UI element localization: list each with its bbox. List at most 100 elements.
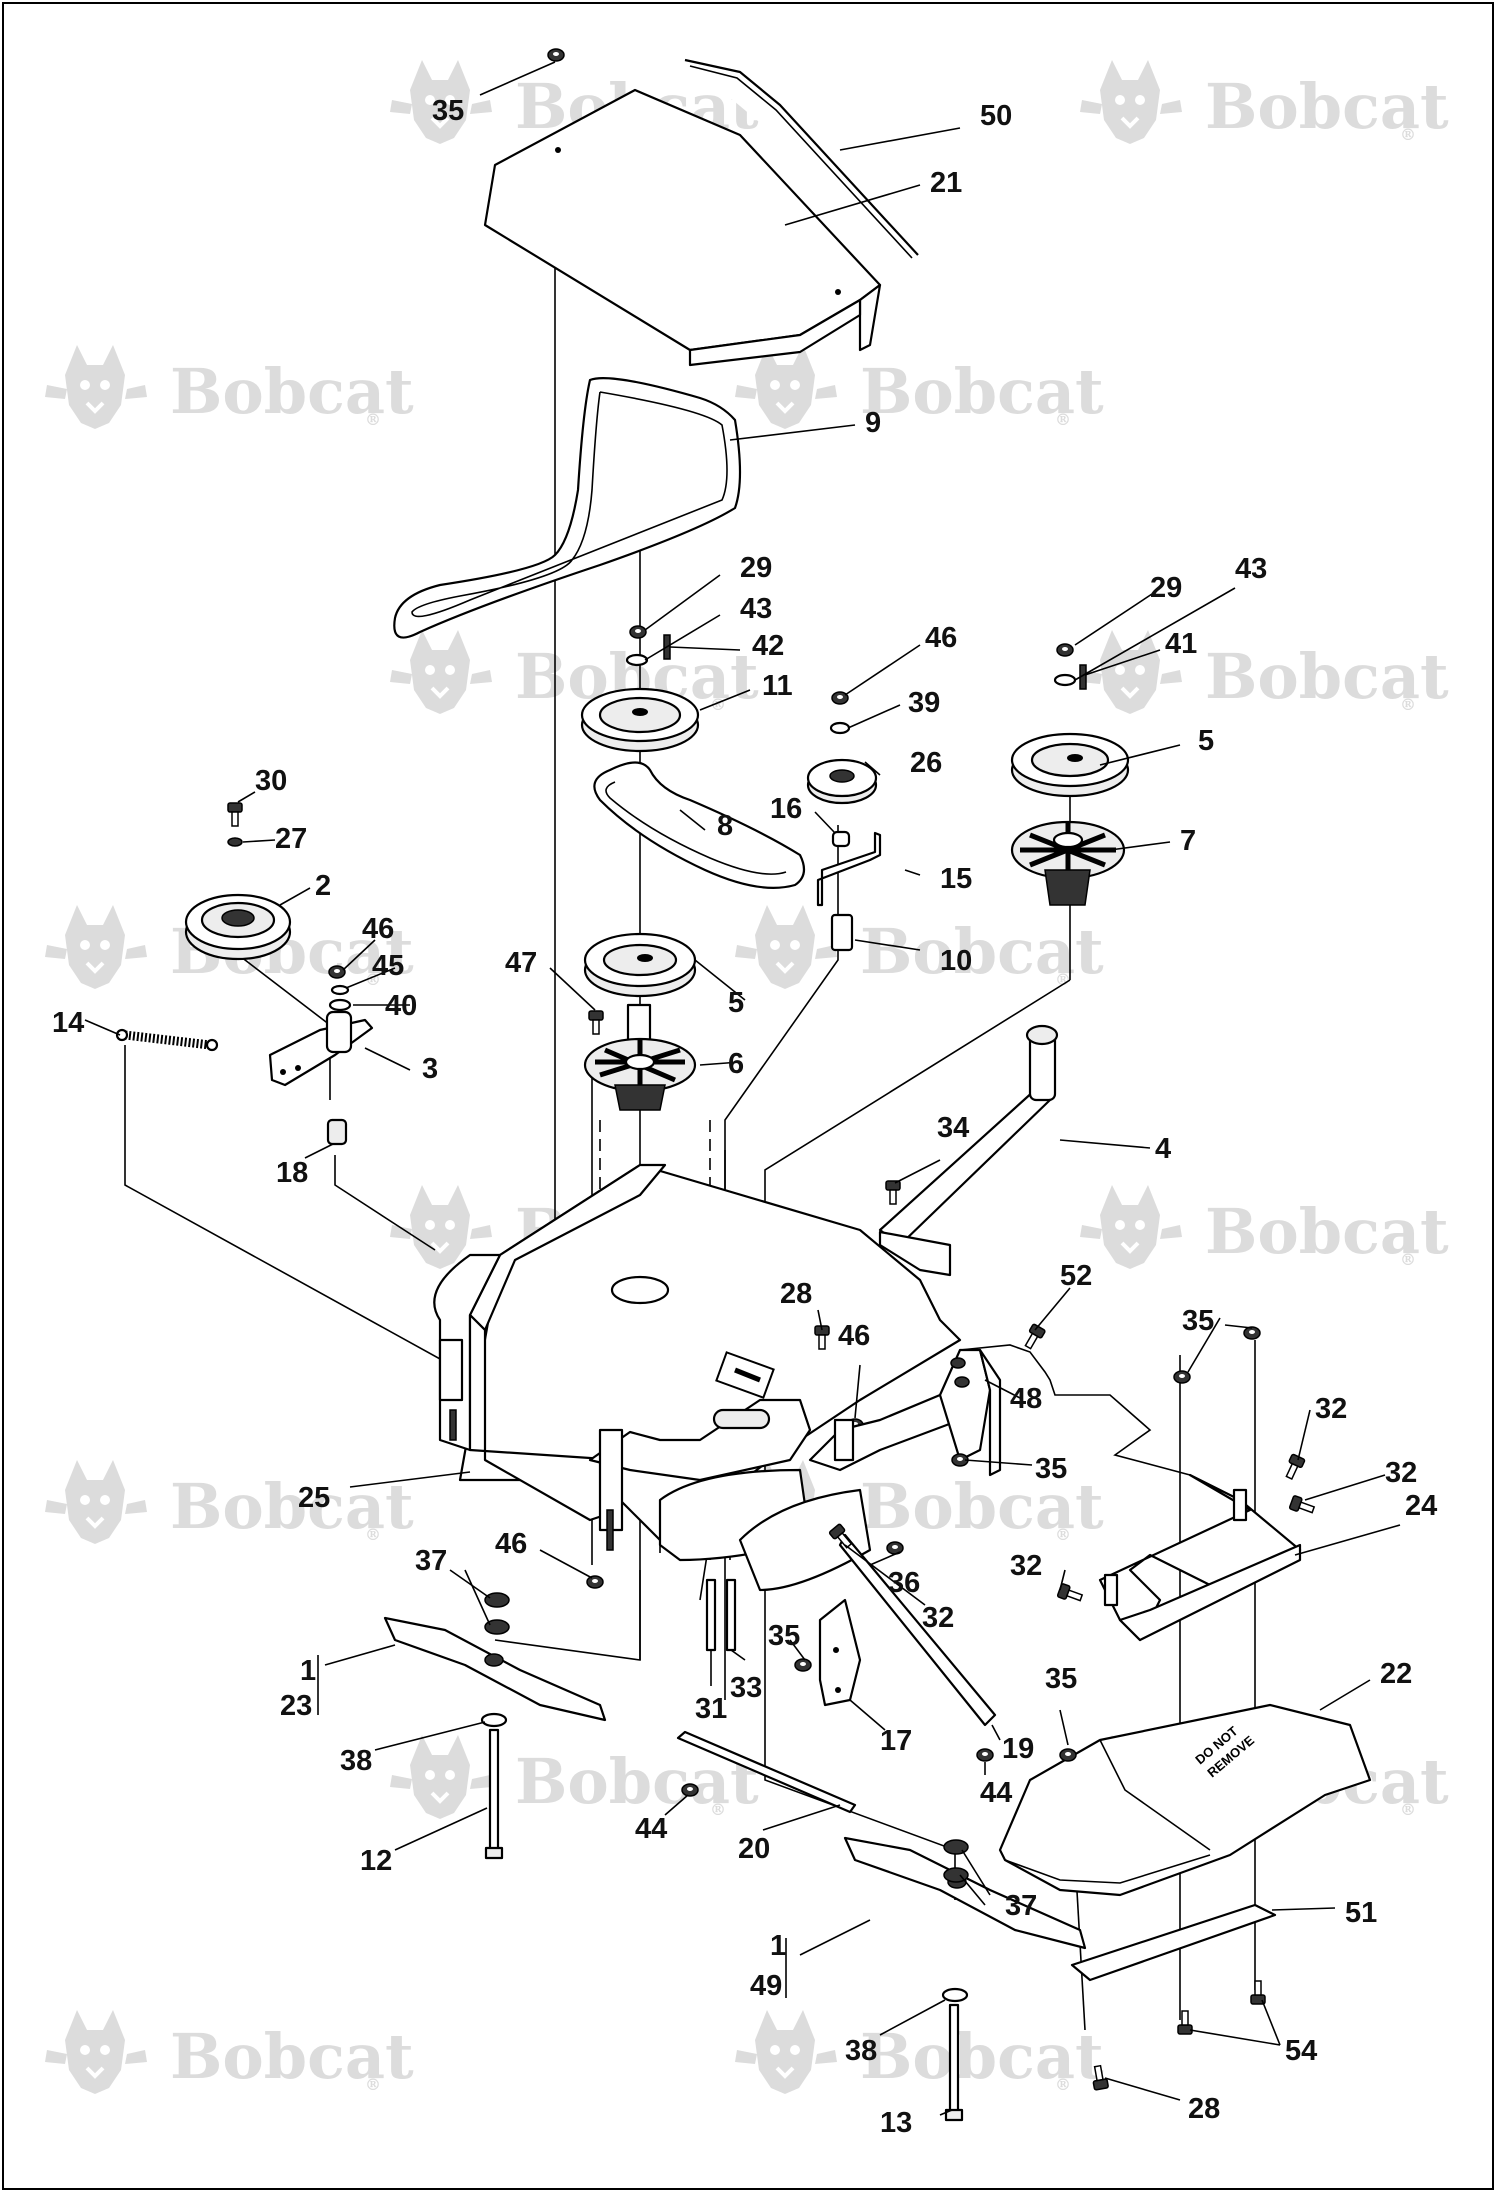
svg-text:Bobcat: Bobcat [860,355,1104,428]
callout-49: 49 [750,1970,782,2002]
svg-text:®: ® [365,1525,381,1544]
part-20-bar [676,1730,857,1814]
part-35-nut-rear-b [1243,1326,1261,1340]
callout-15: 15 [940,863,972,895]
callout-33: 33 [730,1672,762,1704]
bobcat-watermark: Bobcat® [43,343,414,431]
callout-37: 37 [1005,1890,1037,1922]
part-39-washer [829,721,851,735]
callout-5: 5 [728,987,744,1019]
part-26-idler-pulley [806,758,878,805]
part-29-nut [629,625,647,639]
callout-29: 29 [1150,572,1182,604]
callout-28: 28 [780,1278,812,1310]
callout-35: 35 [1182,1305,1214,1337]
part-21-belt-cover [483,88,882,367]
callout-46: 46 [362,913,394,945]
callout-1: 1 [300,1655,316,1687]
svg-text:®: ® [710,1800,726,1819]
callout-46: 46 [838,1320,870,1352]
callout-42: 42 [752,630,784,662]
part-14-spring [115,1028,219,1052]
svg-text:®: ® [710,695,726,714]
svg-text:Bobcat: Bobcat [1205,1195,1449,1268]
part-40-washer [328,998,352,1012]
callout-28: 28 [1188,2093,1220,2125]
part-34-bolt [885,1180,901,1205]
svg-text:Bobcat: Bobcat [860,915,1104,988]
part-47-bolt [588,1010,604,1035]
svg-text:®: ® [1400,1250,1416,1269]
part-30-bolt [227,802,243,827]
part-13-blade-bolt [944,2003,964,2122]
part-37-washers-right [943,1839,969,1883]
callout-31: 31 [695,1693,727,1725]
callout-48: 48 [1010,1383,1042,1415]
callout-7: 7 [1180,825,1196,857]
callout-30: 30 [255,765,287,797]
part-10-spacer [830,913,854,952]
callout-11: 11 [762,670,793,702]
part-15-bracket [816,831,882,907]
callout-13: 13 [880,2107,912,2139]
part-46-nut-deck [586,1575,604,1589]
callout-38: 38 [340,1745,372,1777]
bobcat-watermark: Bobcat® [388,628,759,716]
callout-23: 23 [280,1690,312,1722]
callout-1: 1 [770,1930,786,1962]
callout-17: 17 [880,1725,912,1757]
callout-16: 16 [770,793,802,825]
svg-text:Bobcat: Bobcat [515,1745,759,1818]
callout-35: 35 [432,95,464,127]
callout-20: 20 [738,1833,770,1865]
callout-36: 36 [888,1567,920,1599]
callout-38: 38 [845,2035,877,2067]
callout-labels: 35 50 21 9 29 43 42 11 46 39 26 16 15 10… [52,95,1437,2139]
callout-46: 46 [925,622,957,654]
callout-40: 40 [385,990,417,1022]
svg-text:®: ® [1055,1525,1071,1544]
svg-text:Bobcat: Bobcat [170,355,414,428]
svg-text:®: ® [1400,1800,1416,1819]
svg-text:Bobcat: Bobcat [170,2020,414,2093]
callout-37: 37 [415,1545,447,1577]
svg-text:Bobcat: Bobcat [170,1470,414,1543]
part-27-washer [227,837,243,847]
callout-35: 35 [1045,1663,1077,1695]
part-48-hitch [808,1348,1002,1477]
callout-25: 25 [298,1482,330,1514]
part-2-idler-pulley [184,893,292,961]
part-7-spindle [1010,820,1126,906]
callout-4: 4 [1155,1133,1171,1165]
part-38-washer-left [480,1712,508,1728]
callout-50: 50 [980,100,1012,132]
bobcat-watermark: Bobcat® [1078,58,1449,146]
callout-9: 9 [865,407,881,439]
callout-3: 3 [422,1053,438,1085]
callout-21: 21 [930,167,962,199]
callout-24: 24 [1405,1490,1437,1522]
part-22-discharge-chute: DO NOT REMOVE [998,1703,1372,1897]
part-5-pulley-right [1010,732,1130,798]
svg-text:Bobcat: Bobcat [1205,70,1449,143]
callout-35: 35 [1035,1453,1067,1485]
callout-6: 6 [728,1048,744,1080]
callout-22: 22 [1380,1658,1412,1690]
callout-35: 35 [768,1620,800,1652]
callout-32: 32 [1010,1550,1042,1582]
part-33-bolt [725,1578,737,1652]
part-44-nut-a [976,1748,994,1762]
bobcat-watermark: Bobcat® [733,903,1104,991]
part-45-clip [330,984,350,996]
part-35-nut-chute [1059,1748,1077,1762]
part-50-trim-strip [684,58,919,259]
callout-32: 32 [1385,1457,1417,1489]
part-35-nut-top [547,48,565,62]
part-43-washer-right [1053,673,1077,687]
callout-8: 8 [717,810,733,842]
leader-lines [84,61,1401,2116]
part-11-pulley [580,687,700,753]
callout-47: 47 [505,947,537,979]
svg-text:Bobcat: Bobcat [1205,640,1449,713]
part-37-washers-left [484,1592,510,1635]
